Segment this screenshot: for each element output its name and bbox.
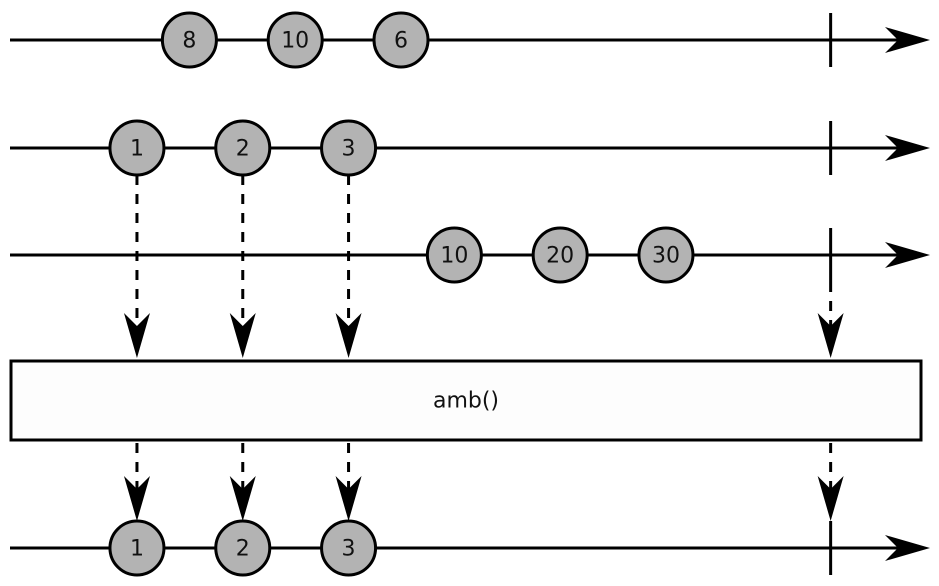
marble-label: 2: [236, 137, 250, 162]
marble-label: 10: [281, 29, 309, 54]
projection-arrows-layer: [123, 175, 844, 358]
arrow-down-icon: [229, 313, 256, 358]
output-stream-marble: 2: [214, 519, 272, 577]
marble-label: 6: [394, 29, 408, 54]
input-stream-3-marble: 30: [637, 226, 695, 284]
marble-label: 3: [342, 537, 356, 562]
operator-box-rect: [9, 359, 923, 442]
marble-label: 1: [130, 537, 144, 562]
marble-circle: [637, 226, 695, 284]
arrow-down-icon: [335, 313, 362, 358]
arrow-down-icon: [229, 476, 256, 521]
input-stream-1-marble: 6: [372, 11, 430, 69]
output-layer: 1 2 3: [10, 443, 930, 577]
marble-label: 8: [182, 29, 196, 54]
marble-label: 30: [652, 244, 680, 269]
arrow-down-icon: [817, 476, 844, 521]
input-stream-3-marble: 20: [531, 226, 589, 284]
input-stream-3: 10 20 30: [10, 226, 930, 284]
input-stream-1-marble: 8: [160, 11, 218, 69]
input-stream-2-marble: 1: [108, 119, 166, 177]
arrow-down-icon: [123, 313, 150, 358]
marble-circle: [108, 519, 166, 577]
input-stream-2-marble: 2: [214, 119, 272, 177]
input-stream-2-arrow-icon: [885, 135, 930, 161]
marble-label: 2: [236, 537, 250, 562]
streams-layer: 8 10 6 1 2 3 10 20 30: [10, 11, 930, 284]
marble-circle: [531, 226, 589, 284]
output-stream: 1 2 3: [10, 519, 930, 577]
input-stream-2-marble: 3: [320, 119, 378, 177]
operator-label: amb(): [433, 389, 499, 414]
marble-label: 20: [546, 244, 574, 269]
input-stream-2: 1 2 3: [10, 119, 930, 177]
marble-circle: [320, 519, 378, 577]
output-stream-marble: 3: [320, 519, 378, 577]
input-stream-1-arrow-icon: [885, 27, 930, 53]
output-stream-arrow-icon: [885, 535, 930, 561]
input-stream-3-marble: 10: [425, 226, 483, 284]
arrow-down-icon: [123, 476, 150, 521]
arrow-down-icon: [335, 476, 362, 521]
marble-label: 3: [342, 137, 356, 162]
operator-box: amb(): [9, 359, 923, 442]
marble-circle: [372, 11, 430, 69]
marble-circle: [160, 11, 218, 69]
arrow-down-icon: [817, 313, 844, 358]
input-stream-3-arrow-icon: [885, 242, 930, 268]
marble-circle: [425, 226, 483, 284]
marble-label: 1: [130, 137, 144, 162]
input-stream-1-marble: 10: [266, 11, 324, 69]
input-stream-1: 8 10 6: [10, 11, 930, 69]
marble-circle: [266, 11, 324, 69]
marble-label: 10: [440, 244, 468, 269]
marble-circle: [214, 519, 272, 577]
output-stream-marble: 1: [108, 519, 166, 577]
